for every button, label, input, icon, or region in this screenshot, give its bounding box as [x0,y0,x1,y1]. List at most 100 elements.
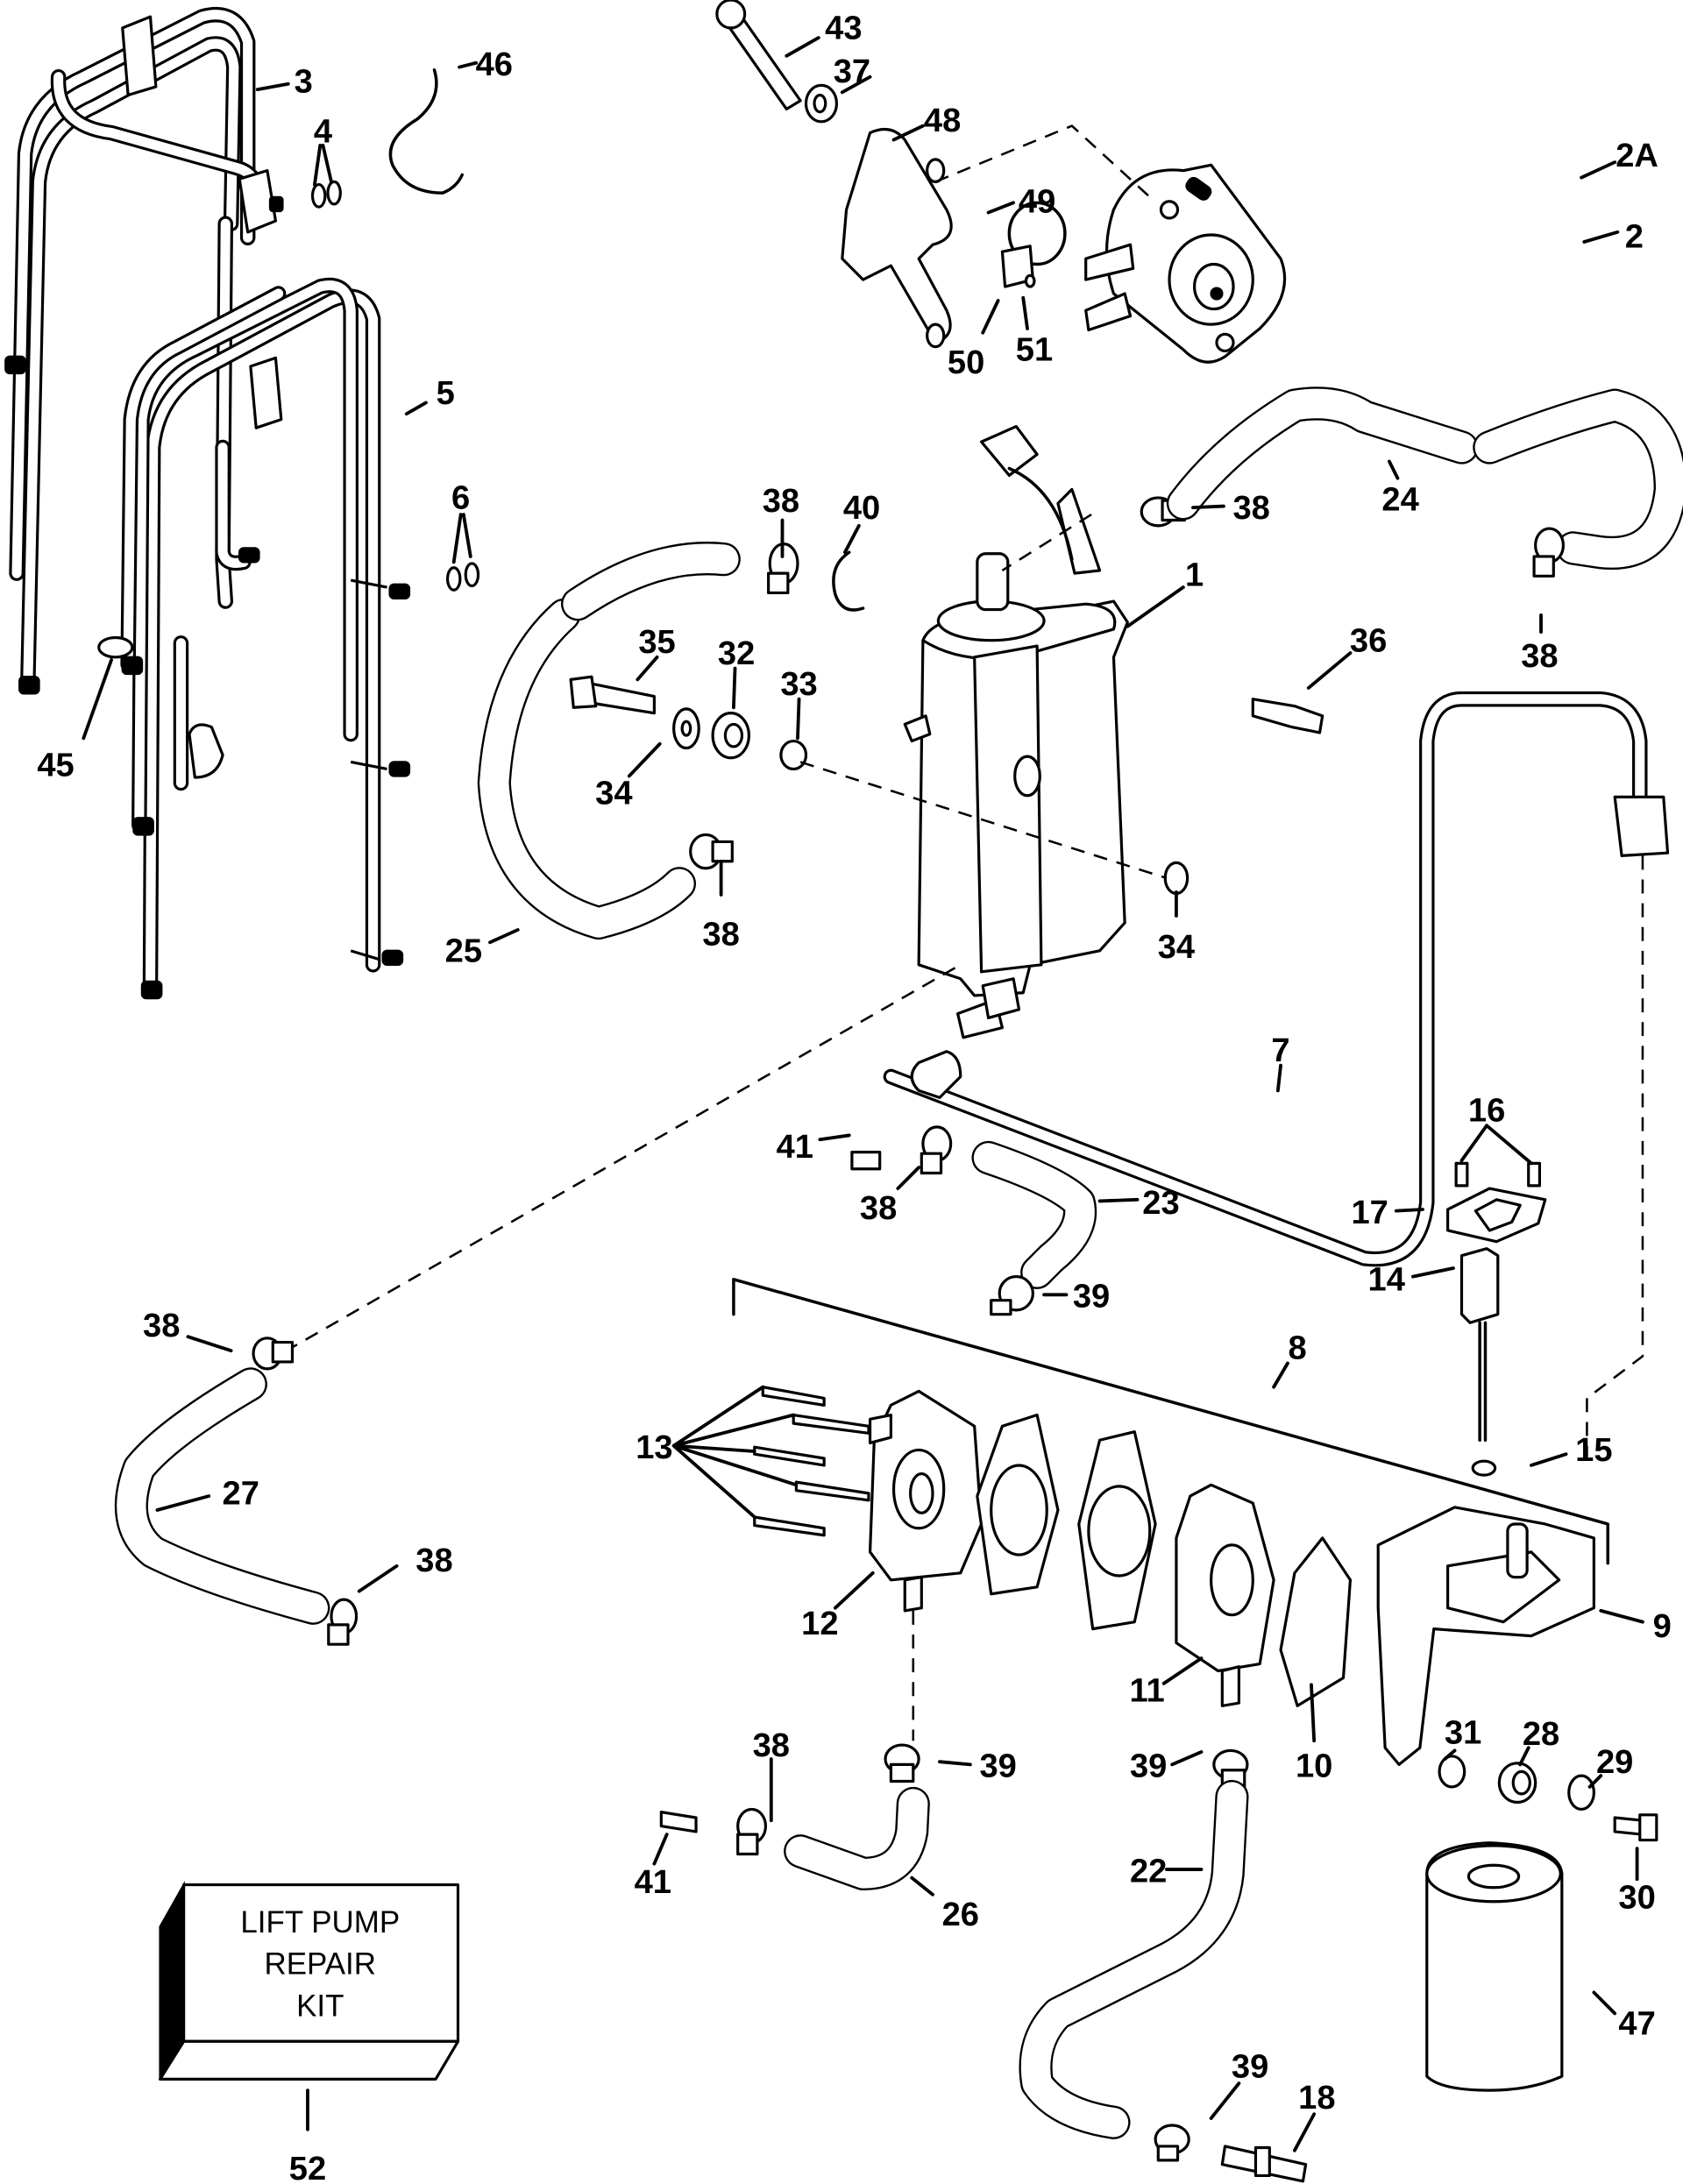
fuel-line-7 [883,691,1670,1267]
gasket-17 [1446,1187,1547,1244]
callout-8: 8 [1288,1330,1306,1367]
clamp-39-22 [1154,2124,1190,2162]
pump-cover-12 [868,1389,984,1613]
callout-14: 14 [1368,1260,1406,1298]
callout-7: 7 [1271,1032,1289,1069]
filter-bracket-9 [1376,1506,1595,1766]
washer-29 [1567,1774,1595,1812]
callout-43: 43 [825,10,862,47]
o-rings-6 [445,562,480,592]
seal-2A [1185,176,1212,201]
callout-35: 35 [638,623,675,661]
clamp-38-27a [252,1337,295,1371]
callout-16: 16 [1468,1091,1505,1129]
pump-body-11 [1175,1483,1275,1707]
callout-15: 15 [1575,1431,1612,1469]
callout-49: 49 [1019,182,1055,220]
o-ring-15 [1471,1459,1497,1477]
callout-18: 18 [1298,2079,1335,2117]
o-rings-4 [310,180,342,209]
fitting-41a [850,1151,882,1171]
callout-1: 1 [1185,556,1204,593]
callout-38-a: 38 [763,482,799,520]
hose-23 [971,1140,1097,1289]
washer-34a [672,707,700,750]
washer-34b [1163,861,1189,896]
fitting-36 [1251,698,1324,734]
callout-22: 22 [1130,1852,1167,1890]
clamp-38-27b [327,1598,359,1646]
callout-2A: 2A [1616,137,1658,174]
callout-38-e: 38 [860,1189,897,1227]
washer-37 [804,83,839,124]
clamp-38-26 [736,1807,768,1856]
grommet-28 [1497,1762,1537,1805]
callout-38-f: 38 [143,1307,180,1344]
alignment-line-sep [799,761,1168,880]
callout-48: 48 [924,102,961,139]
hose-27 [114,1367,330,1625]
gasket-lift [976,1413,1060,1596]
fitting-41b [659,1811,698,1833]
callout-labels: 3 46 4 43 37 48 49 2A 2 50 51 5 6 38 40 … [37,10,1671,2184]
callout-27: 27 [223,1475,259,1513]
callout-37: 37 [834,53,870,90]
clamp-39-12 [884,1743,920,1783]
alignment-line-38 [1001,514,1092,572]
diaphragm-lift [1077,1430,1157,1631]
callout-46: 46 [476,46,513,83]
callout-39-b: 39 [979,1748,1016,1785]
callout-17: 17 [1351,1194,1388,1231]
clip-46 [388,68,464,195]
kit-bracket-8 [732,1278,1609,1565]
fuel-line-assembly-3 [4,6,284,695]
callout-45: 45 [37,746,74,784]
callout-40: 40 [843,489,880,527]
callout-39-a: 39 [1073,1278,1110,1315]
hose-25 [477,542,741,940]
callout-30: 30 [1618,1879,1655,1917]
callout-29: 29 [1596,1743,1633,1781]
callout-39-d: 39 [1232,2048,1268,2086]
callout-31: 31 [1445,1713,1481,1751]
o-ring-49 [1007,201,1067,266]
callout-34-b: 34 [1158,928,1196,966]
clamp-38-23 [920,1125,953,1175]
bracket-48 [841,127,953,349]
fitting-18 [1220,2145,1308,2183]
spacer-31 [1438,1755,1466,1789]
kit-label-line-2: REPAIR [265,1947,376,1982]
callout-32: 32 [718,635,755,672]
callout-23: 23 [1142,1184,1179,1222]
screws-13 [753,1386,870,1537]
callout-28: 28 [1523,1715,1559,1753]
hose-24 [1166,386,1683,571]
callout-52: 52 [289,2150,326,2184]
callout-25: 25 [445,932,482,970]
alignment-line-pump [934,124,1150,197]
clamp-38-mid [689,833,734,870]
callout-11: 11 [1129,1672,1164,1710]
callout-12: 12 [801,1605,838,1642]
callout-38-d: 38 [702,915,739,953]
lift-pump-repair-kit-box: LIFT PUMP REPAIR KIT [159,1881,460,2081]
callout-38-b: 38 [1232,489,1269,527]
fuel-line-assembly-5 [120,277,411,1000]
cover-plate-10 [1279,1536,1353,1707]
grommet-45 [97,635,134,659]
screw-43 [715,0,802,111]
spacer-33 [779,739,808,771]
callout-38-h: 38 [753,1727,790,1764]
callout-26: 26 [942,1896,979,1933]
clamp-38-top [767,542,799,595]
callout-10: 10 [1296,1748,1332,1785]
callout-50: 50 [948,344,984,381]
pin-51 [1024,273,1036,288]
hose-22 [1019,1779,1249,2139]
hose-26 [784,1786,930,1890]
vapor-separator-1 [903,424,1129,1039]
callout-39-c: 39 [1130,1748,1167,1785]
callout-6: 6 [451,479,470,517]
callout-34-a: 34 [595,774,633,812]
